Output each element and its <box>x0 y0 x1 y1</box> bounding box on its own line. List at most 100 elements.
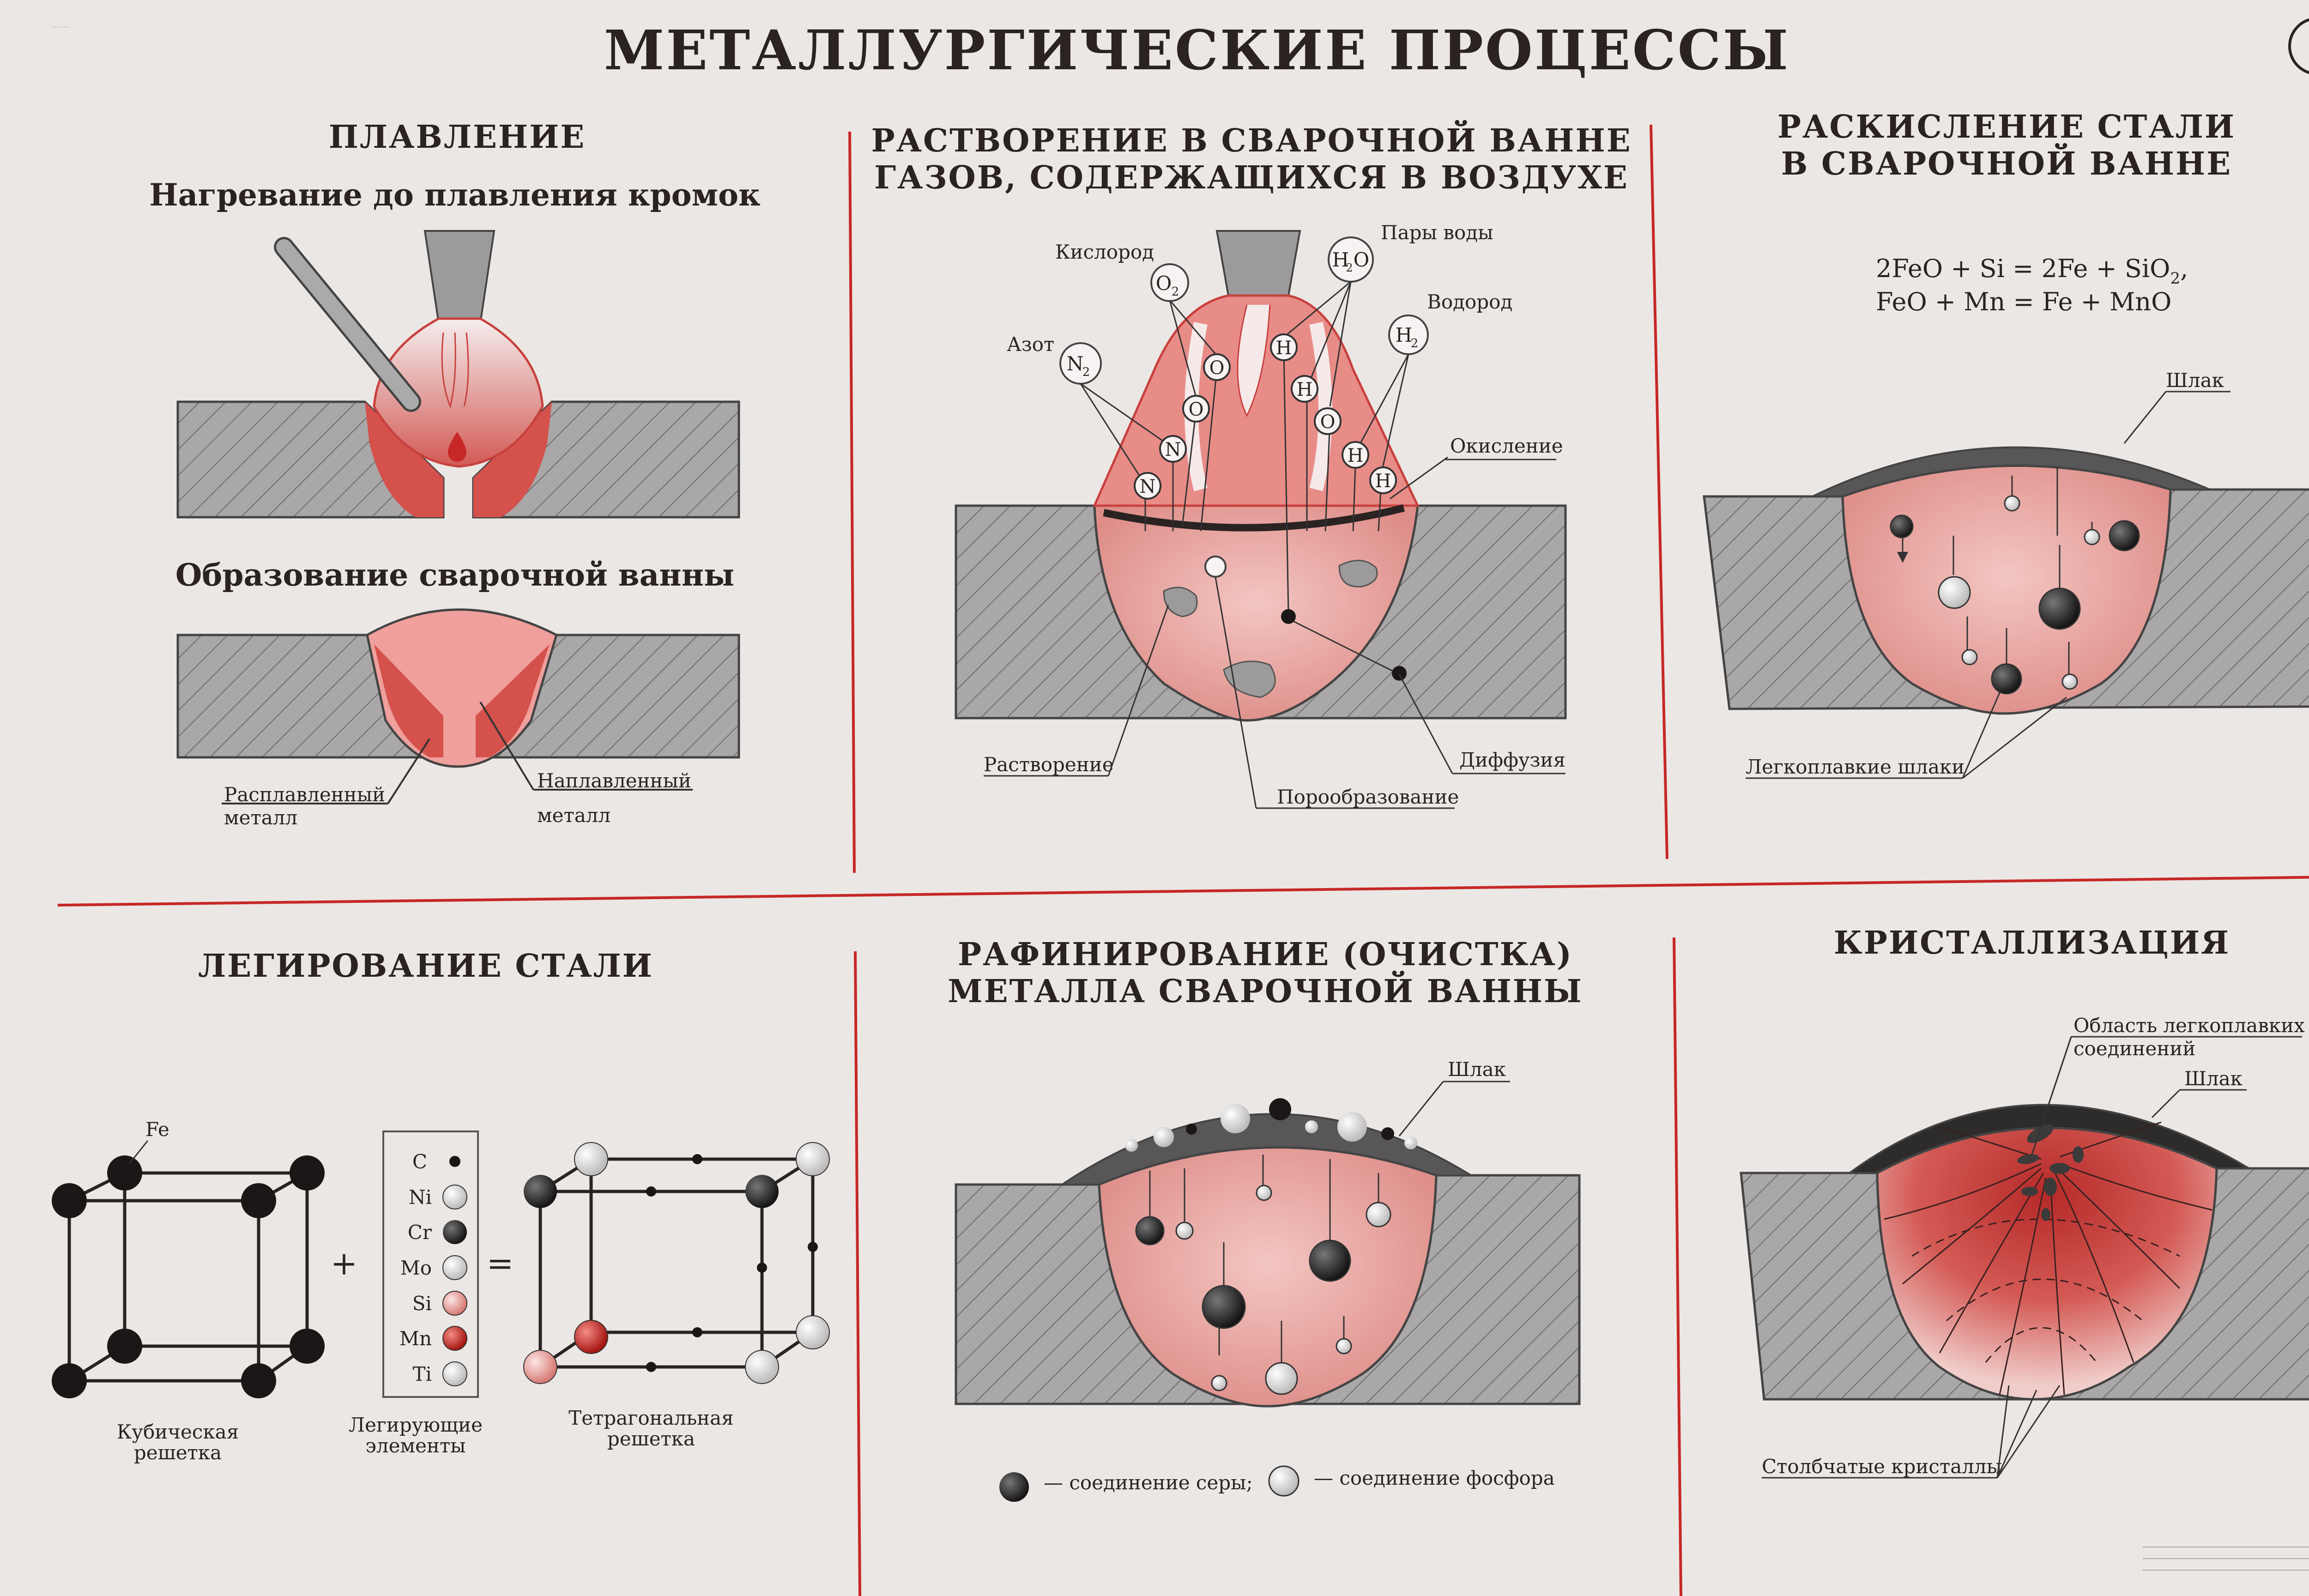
deox-slag-label: Шлак <box>2166 369 2224 392</box>
bubble-n2-letter: N <box>1067 352 1084 375</box>
bubble-n2-sub: 2 <box>1082 365 1090 379</box>
gas-pool-inclusions <box>1163 556 1407 698</box>
gas-atoms: O O H H O H H N N <box>1134 333 1397 500</box>
cryst-slag-label: Шлак <box>2184 1067 2243 1090</box>
cubic-lattice-atoms <box>52 1155 325 1398</box>
molten-drop <box>448 432 466 462</box>
label-nitrogen: Азот <box>1007 333 1054 356</box>
label-water-vapor: Пары воды <box>1381 221 1493 244</box>
label-tetragonal-2: решетка <box>607 1427 695 1450</box>
electrode-rod <box>274 237 421 412</box>
melting-subtitle-pool: Образование сварочной ванны <box>175 557 734 593</box>
label-deposited-metal-1: Наплавленный <box>537 769 691 792</box>
cryst-heading: КРИСТАЛЛИЗАЦИЯ <box>1834 925 2230 961</box>
refining-plates <box>955 1113 1581 1408</box>
bubble-h2o-o: O <box>1354 248 1369 271</box>
gas-bubbles-outside: O 2 H 2 O H 2 N 2 <box>1059 236 1429 385</box>
label-molten-metal-1: Расплавленный <box>224 783 385 806</box>
bubble-h2o-sub: 2 <box>1346 261 1353 274</box>
melting-heading: ПЛАВЛЕНИЕ <box>329 119 586 156</box>
deox-formula-1: 2FeO + Si = 2Fe + SiO2, <box>1876 254 2188 288</box>
page-title: МЕТАЛЛУРГИЧЕСКИЕ ПРОЦЕССЫ <box>604 18 1790 82</box>
gas-atom-paths <box>1080 281 1409 675</box>
bubble-o2-sub: 2 <box>1172 285 1179 299</box>
label-tetragonal-1: Тетрагональная <box>568 1407 733 1429</box>
label-deposited-metal-2: металл <box>537 804 610 827</box>
tetragonal-lattice-atoms <box>523 1142 830 1384</box>
refining-heading-2: МЕТАЛЛА СВАРОЧНОЙ ВАННЫ <box>948 971 1583 1010</box>
label-columnar-crystals: Столбчатые кристаллы <box>1762 1455 2002 1478</box>
label-alloying-2: элементы <box>365 1434 465 1457</box>
plus-sign: + <box>331 1245 358 1282</box>
deox-formula-2: FeO + Mn = Fe + MnO <box>1876 287 2171 316</box>
section-alloying: ЛЕГИРОВАНИЕ СТАЛИ Fe + C Ni <box>52 948 830 1464</box>
bubble-o2-letter: O <box>1156 272 1172 295</box>
element-ni: Ni <box>409 1186 432 1209</box>
label-low-melting-area-2: соединений <box>2073 1037 2195 1060</box>
oxide-film <box>1103 504 1405 532</box>
label-pore-formation: Порообразование <box>1277 786 1459 808</box>
element-cr: Cr <box>408 1221 432 1244</box>
alloying-heading: ЛЕГИРОВАНИЕ СТАЛИ <box>198 948 653 985</box>
atom-o-3: O <box>1320 411 1336 433</box>
refining-bubbles <box>1135 1155 1391 1395</box>
deox-plates <box>1703 446 2309 715</box>
atom-o-2: O <box>1189 399 1204 420</box>
bubble-h2-sub: 2 <box>1411 337 1419 351</box>
gases-plates <box>955 504 1567 722</box>
element-mo: Mo <box>400 1257 432 1279</box>
low-melting-inclusions <box>2017 1124 2084 1221</box>
label-dissolution: Растворение <box>984 753 1114 776</box>
label-hydrogen: Водород <box>1427 290 1512 313</box>
alloying-elements-list: C Ni Cr Mo Si Mn Ti <box>382 1130 479 1398</box>
label-oxidation: Окисление <box>1450 435 1563 457</box>
label-cubic-1: Кубическая <box>117 1421 239 1443</box>
section-deoxidation: РАСКИСЛЕНИЕ СТАЛИ В СВАРОЧНОЙ ВАННЕ 2FeO… <box>1703 109 2309 779</box>
atom-h-2: H <box>1297 379 1313 400</box>
refining-heading-1: РАФИНИРОВАНИЕ (ОЧИСТКА) <box>958 936 1573 973</box>
label-low-melting-area-1: Область легкоплавких <box>2073 1014 2305 1037</box>
imprint-block <box>2143 1547 2309 1571</box>
legend-sulfur-marker <box>999 1472 1029 1502</box>
bubble-h2o-h: H <box>1332 248 1349 271</box>
melting-plates-heating <box>176 400 740 519</box>
label-alloying-1: Легирующие <box>349 1414 483 1436</box>
slag-inclusions <box>1125 1098 1417 1152</box>
fe-label: Fe <box>145 1118 169 1141</box>
label-diffusion: Диффузия <box>1459 749 1566 771</box>
atom-n-2: N <box>1140 476 1156 497</box>
atom-h-1: H <box>1276 338 1292 359</box>
refining-slag-label: Шлак <box>1448 1058 1506 1081</box>
deox-bubbles <box>1890 466 2140 695</box>
torch-flame <box>373 230 544 468</box>
equals-sign: = <box>487 1245 514 1282</box>
sheet-number: 4 <box>2308 30 2309 62</box>
cryst-plates <box>1740 1104 2309 1401</box>
section-melting: ПЛАВЛЕНИЕ Нагревание до плавления кромок… <box>149 119 760 829</box>
legend-phosphorus-marker <box>1268 1465 1300 1497</box>
label-molten-metal-2: металл <box>224 806 297 829</box>
atom-o-1: O <box>1209 357 1225 379</box>
element-mn: Mn <box>399 1327 432 1350</box>
gases-heading-2: ГАЗОВ, СОДЕРЖАЩИХСЯ В ВОЗДУХЕ <box>874 159 1629 196</box>
element-c: C <box>412 1150 427 1173</box>
gases-heading-1: РАСТВОРЕНИЕ В СВАРОЧНОЙ ВАННЕ <box>871 120 1632 159</box>
section-gas-dissolution: РАСТВОРЕНИЕ В СВАРОЧНОЙ ВАННЕ ГАЗОВ, СОД… <box>871 120 1632 809</box>
melting-subtitle-heating: Нагревание до плавления кромок <box>149 177 760 213</box>
atom-h-4: H <box>1375 471 1391 492</box>
section-refining: РАФИНИРОВАНИЕ (ОЧИСТКА) МЕТАЛЛА СВАРОЧНО… <box>948 936 1583 1502</box>
legend-sulfur: — соединение серы; <box>1044 1471 1253 1494</box>
print-info-line: ······ ······ <box>51 25 70 30</box>
sheet-number-badge: 4 <box>2288 18 2309 74</box>
section-dividers <box>57 124 2309 1596</box>
section-crystallization: КРИСТАЛЛИЗАЦИЯ <box>1740 925 2309 1479</box>
deox-heading-1: РАСКИСЛЕНИЕ СТАЛИ <box>1777 109 2236 145</box>
label-low-melting-slags: Легкоплавкие шлаки <box>1746 756 1964 778</box>
label-cubic-2: решетка <box>134 1441 222 1464</box>
element-si: Si <box>412 1292 432 1315</box>
deox-heading-2: В СВАРОЧНОЙ ВАННЕ <box>1781 143 2232 182</box>
label-oxygen: Кислород <box>1055 241 1154 263</box>
atom-n-1: N <box>1165 439 1181 460</box>
legend-phosphorus: — соединение фосфора <box>1314 1467 1555 1489</box>
